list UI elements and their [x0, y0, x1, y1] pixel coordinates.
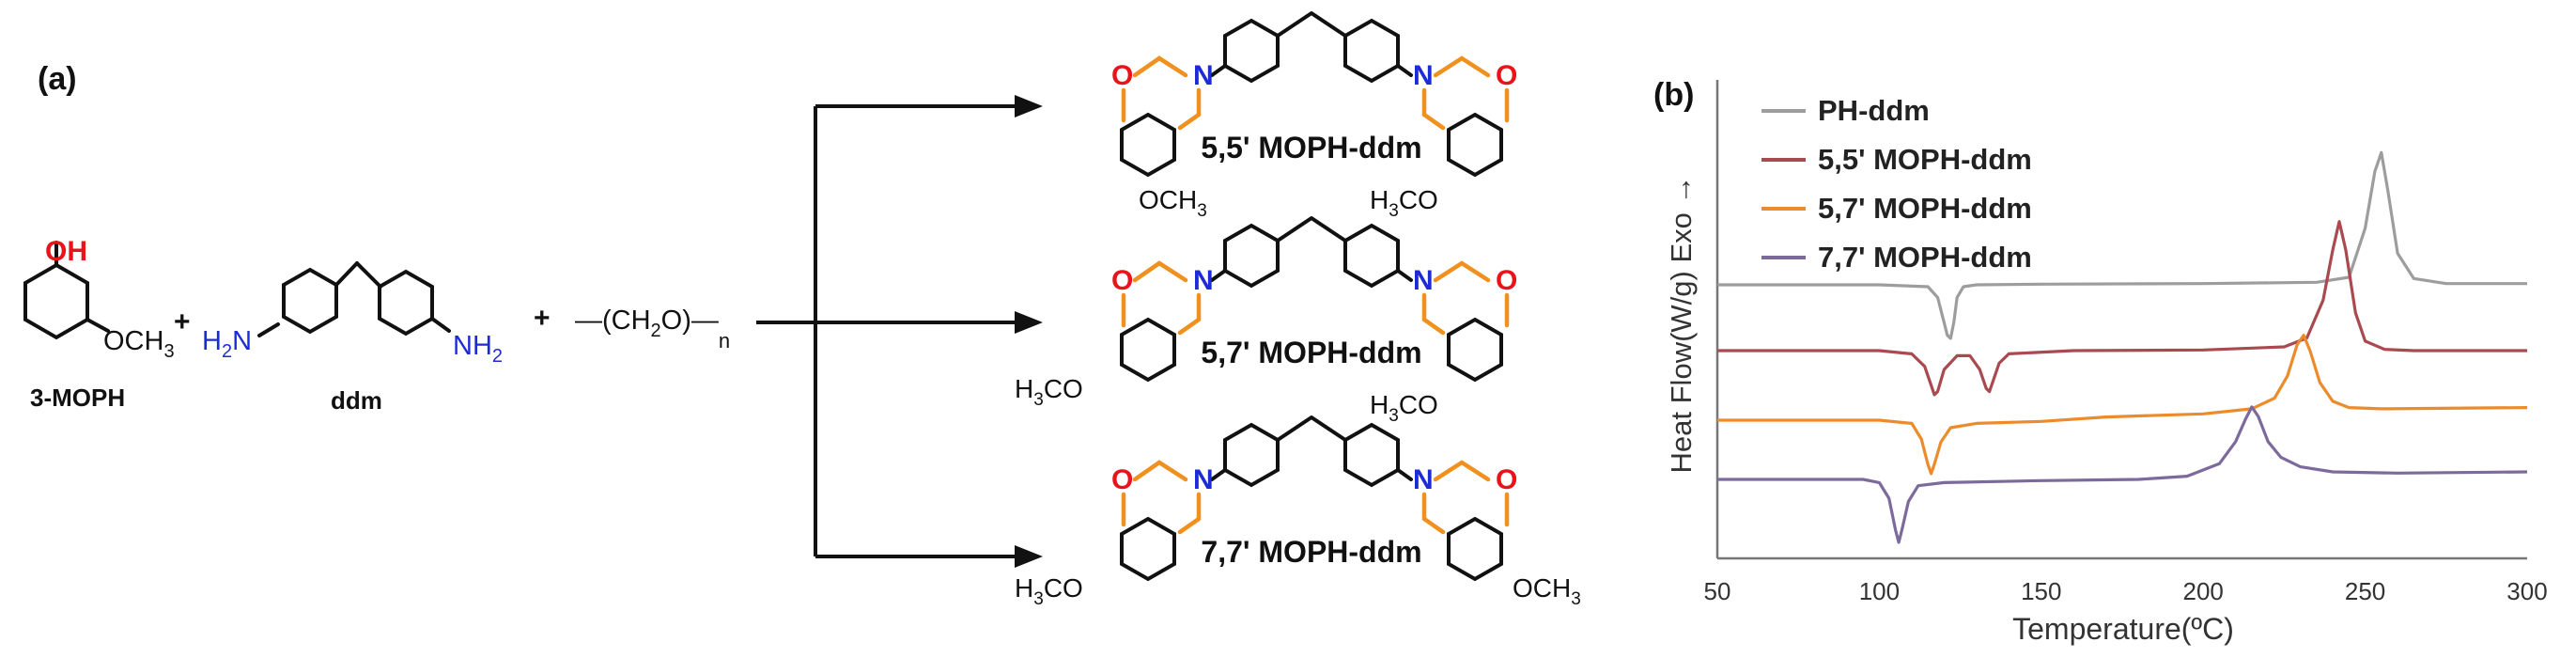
- series-line: [1717, 405, 2528, 544]
- x-tick-label: 150: [2021, 577, 2061, 605]
- nitrogen-atom: N: [1413, 60, 1434, 91]
- series-line: [1717, 334, 2528, 476]
- oxygen-atom: O: [1496, 265, 1517, 296]
- plus-sign-2: +: [534, 303, 551, 334]
- nitrogen-atom: N: [1193, 464, 1214, 495]
- x-tick-label: 50: [1704, 577, 1731, 605]
- reaction-arrows: [756, 95, 1043, 568]
- plus-sign-1: +: [174, 306, 191, 337]
- name-ddm: ddm: [331, 386, 382, 415]
- reaction-scheme: (a) OH OCH3 3-MOPH + H2N NH2 ddm + —(CH2…: [23, 11, 1581, 609]
- nitrogen-atom: N: [1193, 60, 1214, 91]
- och3-label: OCH3: [103, 326, 175, 362]
- series-line: [1717, 220, 2527, 397]
- series-line: [1717, 150, 2527, 340]
- dsc-curves: [1717, 150, 2528, 544]
- x-tick-label: 100: [1859, 577, 1900, 605]
- product-name: 7,7' MOPH-ddm: [1201, 535, 1421, 569]
- right-substituent: OCH3: [1513, 573, 1581, 609]
- product-name: 5,5' MOPH-ddm: [1201, 131, 1421, 164]
- oxygen-atom: O: [1111, 265, 1133, 296]
- left-substituent: H3CO: [1015, 573, 1083, 609]
- name-3moph: 3-MOPH: [30, 384, 125, 412]
- legend-entry: 5,5' MOPH-ddm: [1818, 143, 2032, 176]
- h2n-label: H2N: [202, 326, 252, 362]
- left-substituent: OCH3: [1139, 185, 1207, 221]
- y-axis-label: Heat Flow(W/g) Exo →: [1665, 176, 1698, 474]
- oxygen-atom: O: [1111, 464, 1133, 495]
- legend-entry: PH-ddm: [1818, 94, 1930, 127]
- nitrogen-atom: N: [1413, 265, 1434, 296]
- x-axis-ticks: 50 100 150 200 250 300: [1704, 577, 2548, 605]
- reactant-3moph: OH OCH3 3-MOPH: [23, 236, 175, 412]
- left-substituent: H3CO: [1015, 374, 1083, 410]
- oh-label: OH: [45, 236, 87, 267]
- x-tick-label: 250: [2345, 577, 2385, 605]
- x-axis-label: Temperature(ºC): [2012, 612, 2234, 646]
- right-substituent: H3CO: [1370, 185, 1438, 221]
- nitrogen-atom: N: [1413, 464, 1434, 495]
- legend-entry: 5,7' MOPH-ddm: [1818, 192, 2032, 225]
- panel-b-label: (b): [1653, 77, 1694, 113]
- nitrogen-atom: N: [1193, 265, 1214, 296]
- oxygen-atom: O: [1496, 464, 1517, 495]
- product-name: 5,7' MOPH-ddm: [1201, 336, 1421, 369]
- chart-legend: PH-ddm 5,5' MOPH-ddm 5,7' MOPH-ddm 7,7' MOP…: [1761, 94, 2032, 274]
- right-substituent: H3CO: [1370, 390, 1438, 426]
- nh2-label: NH2: [453, 331, 503, 367]
- paraformaldehyde-label: —(CH2O)—n: [575, 306, 730, 352]
- reactant-ddm: H2N NH2 ddm: [202, 261, 503, 415]
- legend-entry: 7,7' MOPH-ddm: [1818, 241, 2032, 274]
- oxygen-atom: O: [1111, 60, 1133, 91]
- panel-a-label: (a): [38, 61, 77, 97]
- oxygen-atom: O: [1496, 60, 1517, 91]
- x-tick-label: 300: [2506, 577, 2547, 605]
- x-tick-label: 200: [2183, 577, 2224, 605]
